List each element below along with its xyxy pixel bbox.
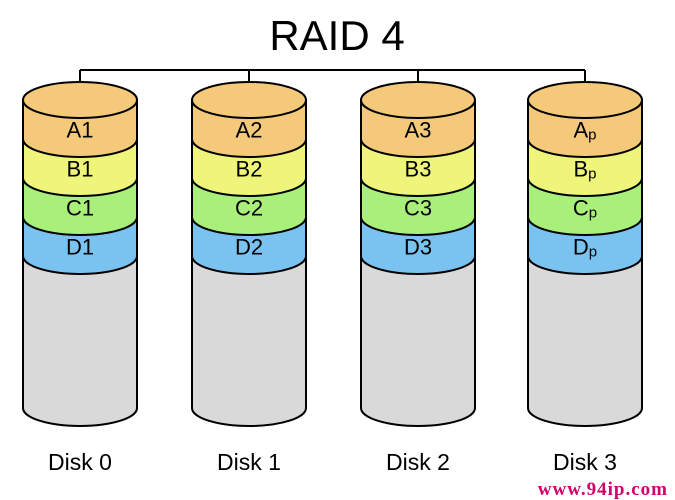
disk-label: Disk 1: [217, 449, 281, 475]
block-label: D3: [404, 235, 432, 260]
disk-label: Disk 0: [48, 449, 112, 475]
block-label: A2: [236, 118, 263, 143]
disk-top-cap: [527, 81, 643, 119]
disk-top-cap: [22, 81, 138, 119]
block-label: B2: [236, 157, 263, 182]
block-label: Ap: [573, 118, 596, 144]
block-label: A1: [67, 118, 94, 143]
disk-label: Disk 3: [553, 449, 617, 475]
block-label: C3: [404, 196, 432, 221]
disk-top-cap: [360, 81, 476, 119]
block-label: Bp: [573, 157, 596, 183]
block-label: C2: [235, 196, 263, 221]
diagram-title: RAID 4: [269, 12, 404, 59]
controller-connector: [79, 69, 586, 82]
block-label: Dp: [573, 235, 597, 261]
block-label: Cp: [573, 196, 597, 222]
disk-top-cap: [191, 81, 307, 119]
disk-label: Disk 2: [386, 449, 450, 475]
block-label: A3: [405, 118, 432, 143]
block-label: C1: [66, 196, 94, 221]
block-label: B1: [67, 157, 94, 182]
block-label: B3: [405, 157, 432, 182]
watermark-text: www.94ip.com: [538, 479, 668, 500]
block-label: D2: [235, 235, 263, 260]
block-label: D1: [66, 235, 94, 260]
